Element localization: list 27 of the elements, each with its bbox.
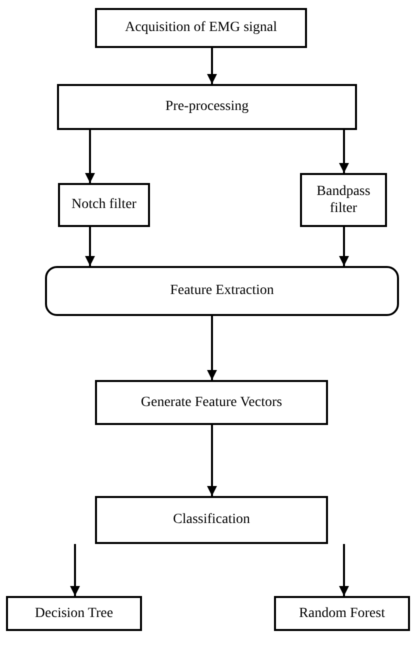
box-label: Decision Tree	[34, 604, 114, 622]
arrow	[339, 130, 349, 173]
arrow	[207, 316, 217, 380]
box-label: Feature Extraction	[170, 282, 274, 300]
process-box	[300, 173, 387, 227]
process-box	[45, 266, 399, 316]
box-label: Acquisition of EMG signal	[124, 19, 278, 37]
box-label: Classification	[173, 511, 250, 529]
arrow	[207, 48, 217, 84]
process-box	[58, 183, 150, 227]
box-label: Pre-processing	[165, 98, 249, 116]
box-label: Random Forest	[299, 604, 385, 622]
arrow	[85, 227, 95, 266]
arrow	[207, 425, 217, 496]
process-box	[95, 496, 328, 544]
process-box	[57, 84, 357, 130]
box-label: Bandpass filter	[316, 182, 372, 218]
arrow	[339, 227, 349, 266]
process-box	[6, 596, 142, 631]
arrow	[339, 544, 349, 596]
process-box	[95, 8, 307, 48]
box-label: Notch filter	[72, 196, 136, 214]
arrow	[85, 130, 95, 183]
process-box	[274, 596, 410, 631]
arrow	[70, 544, 80, 596]
process-box	[95, 380, 328, 425]
box-label: Generate Feature Vectors	[140, 394, 282, 412]
